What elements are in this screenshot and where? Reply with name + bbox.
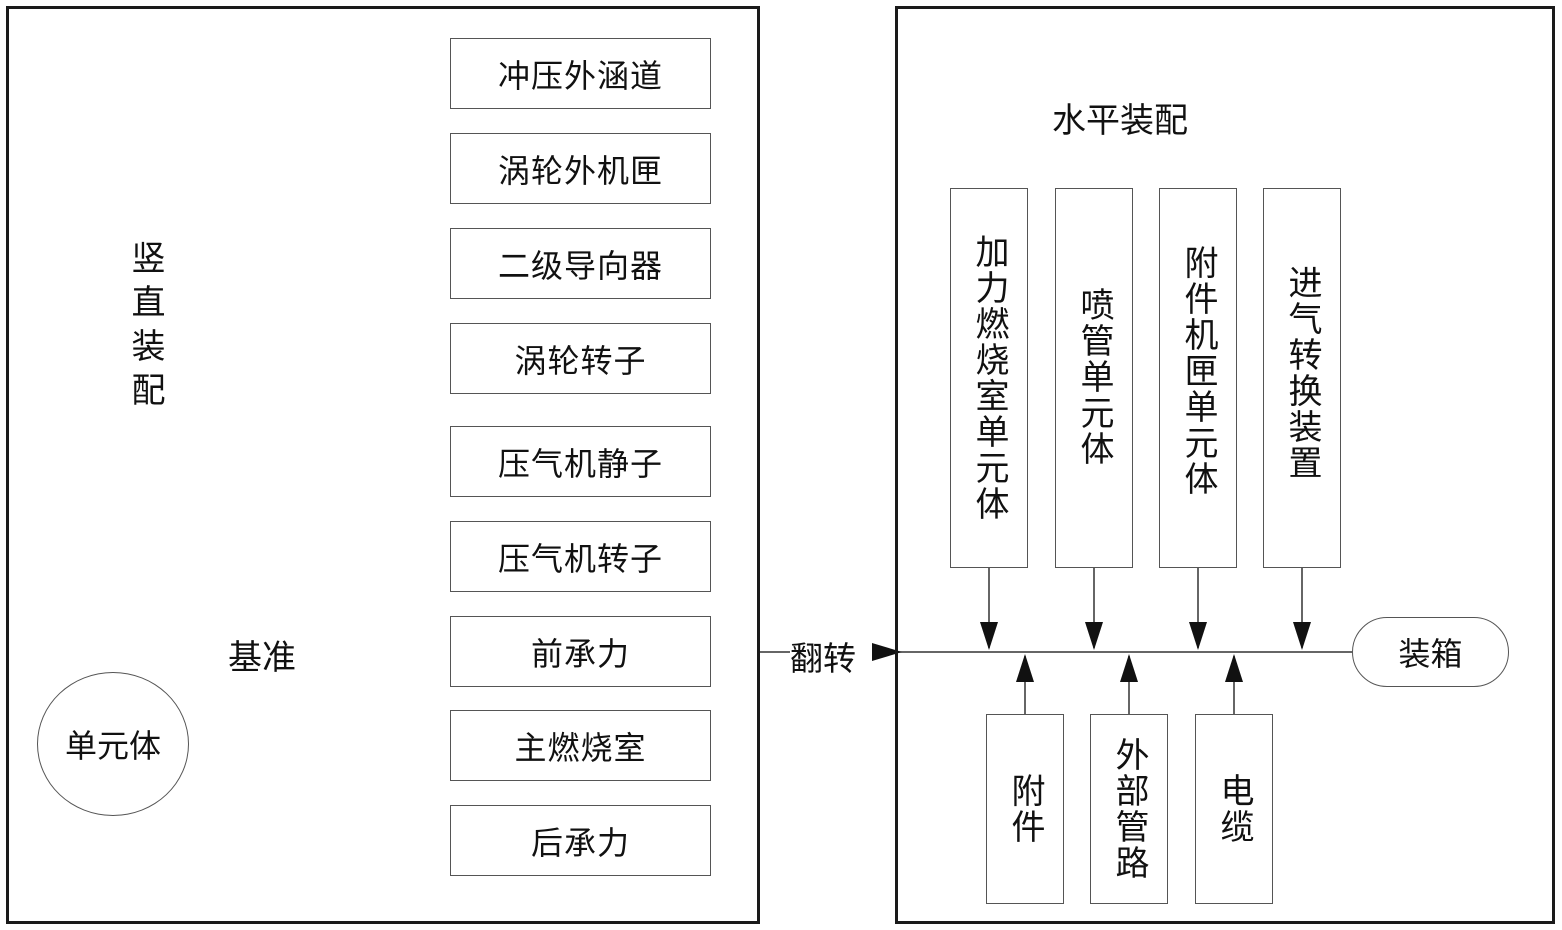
stack-box-bypass-duct: 冲压外涵道	[450, 38, 711, 109]
bottom-box-accessories: 附件	[986, 714, 1064, 904]
top-box-afterburner-unit: 加力燃烧室单元体	[950, 188, 1028, 568]
arrowhead-flip	[872, 643, 902, 661]
stack-box-turbine-rotor: 涡轮转子	[450, 323, 711, 394]
bottom-box-cable-label: 电缆	[1214, 773, 1254, 845]
flip-label: 翻转	[790, 632, 856, 680]
bottom-box-piping-label: 外部管路	[1109, 737, 1149, 881]
up-arrowhead-accessories	[1016, 654, 1034, 682]
top-box-intake-label: 进气转换装置	[1282, 265, 1322, 481]
horizontal-assembly-panel	[895, 6, 1555, 924]
bottom-box-cable: 电缆	[1195, 714, 1273, 904]
horizontal-assembly-title: 水平装配	[1052, 101, 1188, 141]
unit-body-ellipse: 单元体	[37, 672, 189, 816]
stack-box-compressor-rotor: 压气机转子	[450, 521, 711, 592]
top-box-gearbox-unit: 附件机匣单元体	[1159, 188, 1237, 568]
stack-box-stage2-guide-vane: 二级导向器	[450, 228, 711, 299]
boxing-terminal: 装箱	[1352, 617, 1509, 687]
up-arrowhead-piping	[1120, 654, 1138, 682]
up-arrowhead-cable	[1225, 654, 1243, 682]
vertical-assembly-title: 竖直装配	[125, 240, 165, 416]
down-arrowhead-gearbox	[1189, 622, 1207, 650]
stack-box-rear-bearing: 后承力	[450, 805, 711, 876]
stack-box-compressor-stator: 压气机静子	[450, 426, 711, 497]
down-arrowhead-intake	[1293, 622, 1311, 650]
bottom-box-accessories-label: 附件	[1005, 773, 1045, 845]
stack-box-turbine-casing: 涡轮外机匣	[450, 133, 711, 204]
top-box-intake-transfer: 进气转换装置	[1263, 188, 1341, 568]
down-arrowhead-afterburner	[980, 622, 998, 650]
bottom-box-external-piping: 外部管路	[1090, 714, 1168, 904]
top-box-afterburner-label: 加力燃烧室单元体	[969, 234, 1009, 522]
top-box-nozzle-label: 喷管单元体	[1074, 287, 1114, 467]
top-box-nozzle-unit: 喷管单元体	[1055, 188, 1133, 568]
stack-box-main-combustor: 主燃烧室	[450, 710, 711, 781]
top-box-gearbox-label: 附件机匣单元体	[1178, 245, 1218, 497]
datum-label: 基准	[228, 630, 296, 679]
stack-box-front-bearing: 前承力	[450, 616, 711, 687]
down-arrowhead-nozzle	[1085, 622, 1103, 650]
